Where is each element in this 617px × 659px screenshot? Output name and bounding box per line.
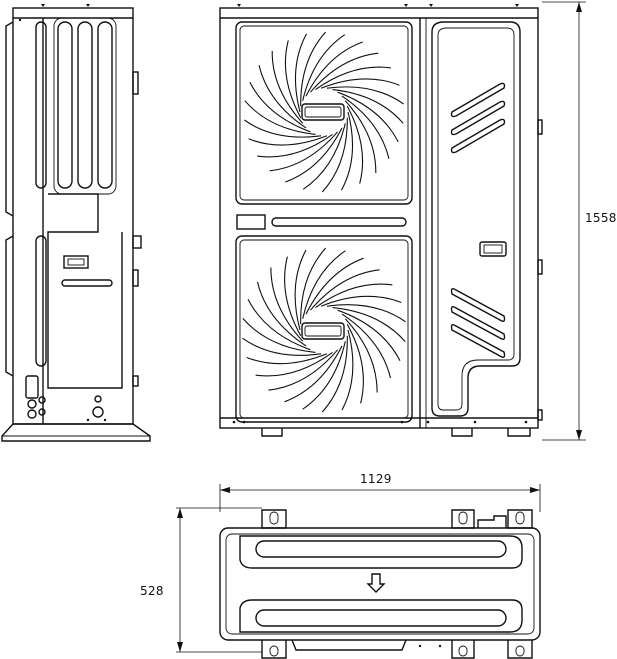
fan-blade-line (247, 299, 311, 351)
front-view (219, 4, 543, 437)
fan-blade-line (315, 283, 393, 309)
fan-blade-line (302, 250, 346, 319)
fan-blade-line (285, 127, 343, 183)
fan-blade-line (320, 295, 402, 307)
fan-blade-line (244, 119, 322, 138)
fan-blade-line (326, 86, 404, 105)
fan-blade-line (284, 256, 302, 336)
fan-blade-line (309, 52, 379, 93)
width-dimension-label: 1129 (360, 472, 392, 486)
fan-blade-line (270, 267, 304, 342)
fan-blade-line (309, 269, 380, 311)
fan-blade-line (305, 41, 363, 97)
fan-blade-line (341, 329, 354, 411)
fan-blade-line (344, 100, 377, 174)
fan-blade-line (320, 78, 400, 89)
fan-blade-line (302, 341, 346, 410)
fan-blade-line (302, 123, 346, 190)
depth-dimension-label: 528 (140, 584, 164, 598)
fan-blade-line (337, 91, 399, 143)
fan-blade-line (246, 353, 328, 365)
fan-blade-line (346, 106, 364, 184)
lower-louvres (450, 287, 506, 359)
fan-blade-line (255, 351, 333, 377)
fan-blade-line (315, 66, 391, 91)
fan-blade-line (256, 281, 307, 347)
top-view (176, 484, 541, 659)
fan-blade-line (249, 81, 311, 133)
fan-blade-line (341, 95, 390, 159)
fan-blade-line (248, 135, 328, 146)
fan-blade-line (284, 345, 343, 403)
fan-blade-line (300, 31, 327, 107)
fan-blade-line (284, 40, 302, 118)
fan-blade-line (242, 318, 316, 353)
height-dimension-line (542, 1, 586, 441)
fan-blade-line (294, 33, 307, 113)
fan-blade-line (294, 249, 307, 331)
fan-blade-line (269, 131, 339, 172)
height-dimension-label: 1558 (585, 211, 617, 225)
fan-blade-line (344, 318, 378, 393)
fan-blade-line (305, 257, 364, 315)
upper-louvres (450, 82, 506, 154)
fan-blade-line (302, 34, 346, 101)
fan-blade-line (244, 100, 316, 135)
fan-blade-line (332, 89, 404, 124)
fan-blade-line (341, 313, 392, 379)
fan-grille-upper-icon (244, 31, 404, 193)
fan-blade-line (300, 247, 327, 325)
fan-blade-line (321, 335, 348, 413)
fan-blade-line (346, 324, 364, 404)
fan-blade-line (321, 117, 348, 193)
fan-blade-line (337, 309, 401, 361)
fan-blade-line (242, 337, 322, 356)
arrow-down-icon (366, 573, 386, 593)
side-view (1, 4, 151, 442)
fan-blade-line (326, 304, 406, 323)
fan-grille-lower-icon (242, 247, 406, 413)
fan-blade-line (332, 307, 406, 342)
fan-blade-line (257, 133, 333, 158)
fan-blade-line (268, 349, 339, 391)
fan-blade-line (341, 111, 354, 191)
fan-blade-line (271, 50, 304, 124)
fan-blade-line (258, 65, 307, 129)
handle-icon (479, 241, 507, 257)
